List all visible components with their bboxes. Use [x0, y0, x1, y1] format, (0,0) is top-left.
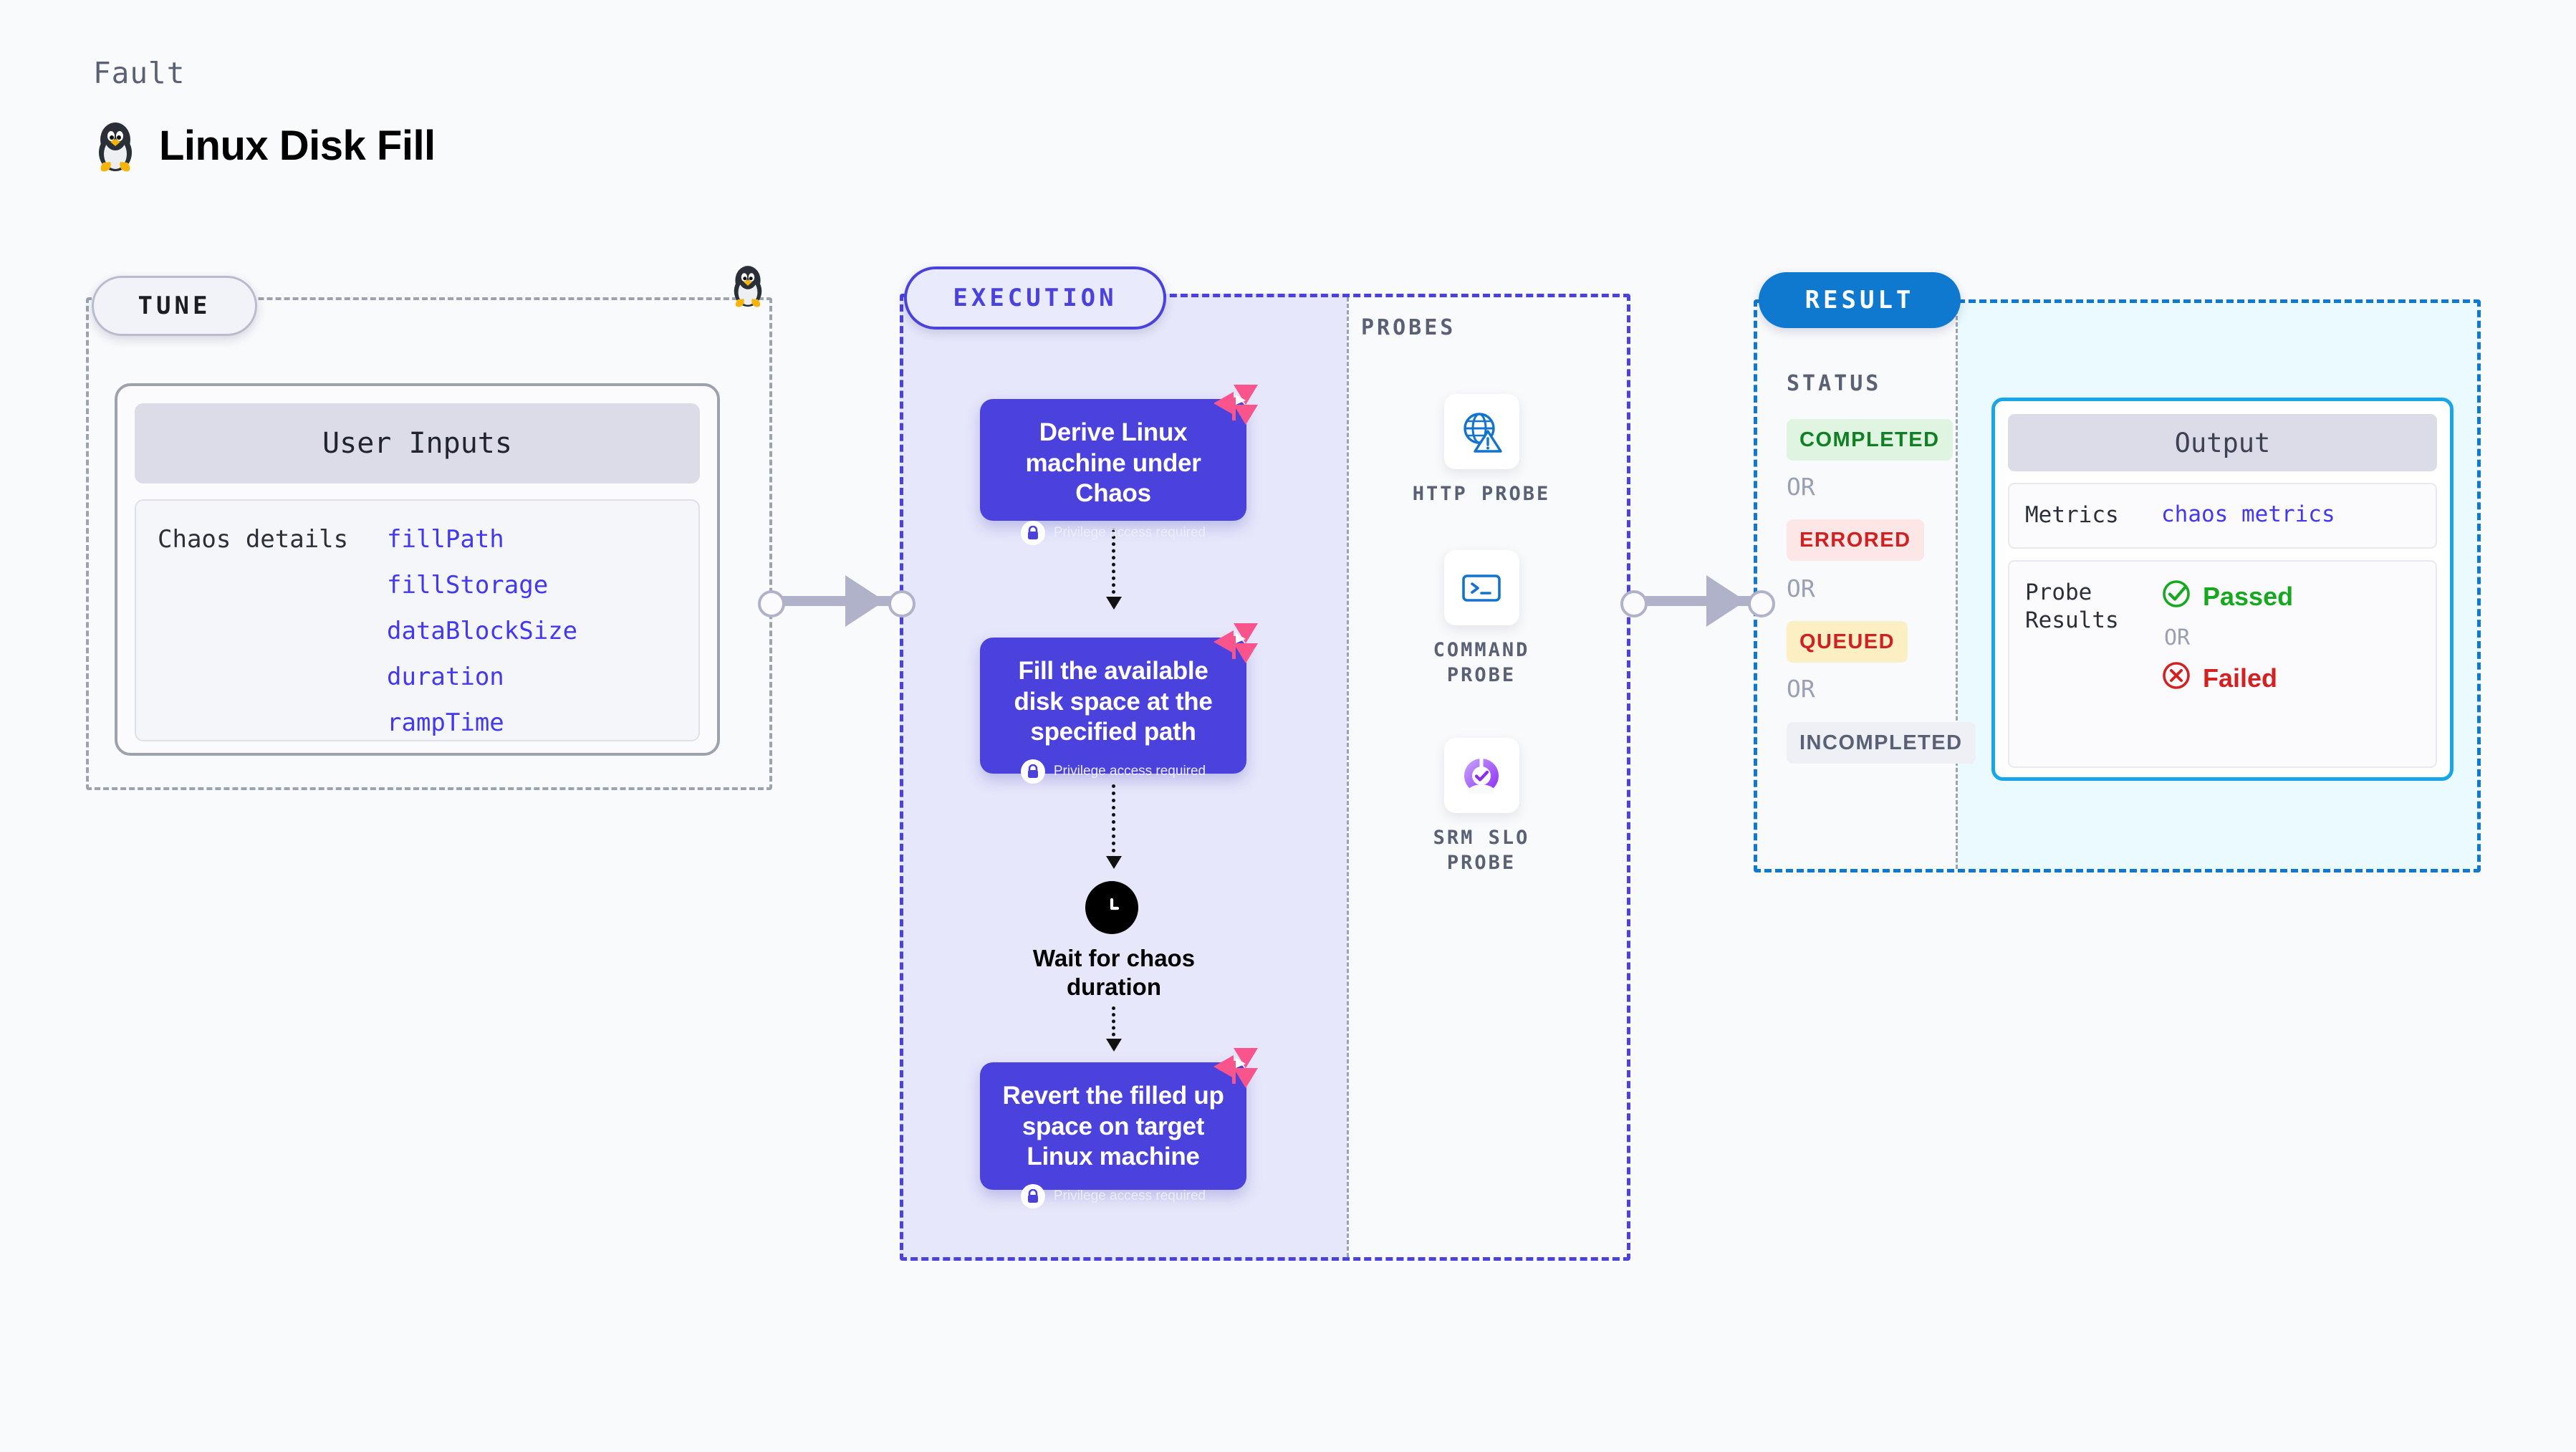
- result-section-frame: [1754, 299, 2481, 872]
- status-badge-errored: ERRORED: [1787, 519, 1924, 561]
- probe-result-options: Passed OR Failed: [2161, 579, 2293, 697]
- connector-port-in[interactable]: [888, 590, 915, 617]
- x-circle-icon: [2161, 660, 2191, 697]
- slo-check-icon: [1443, 738, 1519, 813]
- probe-command[interactable]: COMMAND PROBE: [1395, 550, 1567, 688]
- chaos-param-fillstorage[interactable]: fillStorage: [387, 571, 549, 600]
- tune-section-frame: [86, 297, 772, 790]
- chaos-param-list: fillPath fillStorage dataBlockSize durat…: [387, 525, 577, 740]
- litmus-logo-icon: [1212, 622, 1259, 666]
- privilege-note-text: Privilege access required: [1053, 525, 1206, 541]
- user-inputs-title: User Inputs: [135, 403, 700, 484]
- or-separator: OR: [1787, 675, 1815, 703]
- connector-arrowhead: [845, 575, 885, 627]
- output-row-metrics: Metrics chaos metrics: [2008, 483, 2437, 549]
- connector-port-out[interactable]: [758, 590, 785, 617]
- probe-http[interactable]: HTTP PROBE: [1395, 394, 1567, 507]
- status-badge-incompleted: INCOMPLETED: [1787, 722, 1976, 764]
- output-card: Output Metrics chaos metrics Probe Resul…: [1991, 398, 2454, 781]
- execution-probes-frame: [900, 294, 1630, 1261]
- output-value-chaos-metrics[interactable]: chaos metrics: [2161, 501, 2335, 527]
- clock-icon: [1085, 881, 1138, 934]
- stage-pill-tune[interactable]: TUNE: [92, 276, 257, 336]
- probe-label: SRM SLO PROBE: [1433, 827, 1530, 874]
- page-title: Linux Disk Fill: [159, 122, 436, 169]
- or-separator: OR: [1787, 473, 1815, 501]
- fault-eyebrow-label: Fault: [93, 56, 186, 90]
- or-separator: OR: [1787, 574, 1815, 602]
- status-badge-completed: COMPLETED: [1787, 419, 1953, 461]
- litmus-logo-icon: [1212, 383, 1259, 428]
- execution-step-title: Revert the filled up space on target Lin…: [1002, 1082, 1224, 1171]
- linux-penguin-icon: [93, 118, 138, 173]
- chaos-param-duration[interactable]: duration: [387, 663, 504, 691]
- probe-result-passed-label: Passed: [2203, 582, 2294, 612]
- lock-icon: [1020, 1184, 1045, 1209]
- privilege-note-text: Privilege access required: [1053, 1188, 1206, 1204]
- output-row-probe-results: Probe Results Passed OR: [2008, 559, 2437, 768]
- status-badge-queued: QUEUED: [1787, 621, 1908, 663]
- stage-pill-result[interactable]: RESULT: [1759, 272, 1961, 328]
- linux-penguin-icon-marker: [729, 262, 766, 312]
- globe-warning-icon: [1443, 394, 1519, 469]
- check-circle-icon: [2161, 579, 2191, 615]
- output-title: Output: [2008, 414, 2437, 471]
- probes-divider: [1347, 297, 1349, 1257]
- output-key-metrics: Metrics: [2025, 502, 2119, 528]
- stage-pill-execution[interactable]: EXECUTION: [904, 266, 1166, 330]
- probe-result-passed: Passed: [2161, 579, 2293, 615]
- status-section-label: STATUS: [1787, 371, 1882, 396]
- user-inputs-body: Chaos details fillPath fillStorage dataB…: [135, 499, 700, 741]
- chaos-param-datablocksize[interactable]: dataBlockSize: [387, 617, 578, 645]
- probe-label: COMMAND PROBE: [1433, 639, 1530, 686]
- chaos-param-fillpath[interactable]: fillPath: [387, 525, 504, 554]
- execution-step-derive[interactable]: Derive Linux machine under Chaos Privile…: [980, 385, 1258, 546]
- terminal-icon: [1443, 550, 1519, 625]
- probe-result-failed: Failed: [2161, 660, 2293, 697]
- execution-step-revert[interactable]: Revert the filled up space on target Lin…: [980, 1048, 1258, 1209]
- chaos-details-label: Chaos details: [158, 525, 349, 554]
- probe-srm-slo[interactable]: SRM SLO PROBE: [1395, 738, 1567, 875]
- execution-step-title: Fill the available disk space at the spe…: [1014, 657, 1213, 746]
- probes-section-label: PROBES: [1361, 315, 1456, 340]
- privilege-note-text: Privilege access required: [1053, 764, 1206, 779]
- litmus-logo-icon: [1212, 1047, 1259, 1091]
- fault-title-row: Linux Disk Fill: [93, 118, 436, 173]
- output-key-probe-results: Probe Results: [2025, 579, 2119, 634]
- flow-arrow-3: [1106, 1006, 1122, 1052]
- privilege-note: Privilege access required: [993, 759, 1234, 784]
- chaos-param-ramptime[interactable]: rampTime: [387, 708, 504, 737]
- connector-port-in[interactable]: [1748, 590, 1775, 617]
- privilege-note: Privilege access required: [993, 521, 1234, 546]
- execution-step-title: Derive Linux machine under Chaos: [1025, 418, 1201, 508]
- or-separator: OR: [2164, 625, 2191, 650]
- execution-step-fill[interactable]: Fill the available disk space at the spe…: [980, 623, 1258, 784]
- user-inputs-card: User Inputs Chaos details fillPath fillS…: [115, 383, 720, 756]
- flow-arrow-2: [1106, 784, 1122, 869]
- probe-result-failed-label: Failed: [2203, 663, 2278, 693]
- lock-icon: [1020, 759, 1045, 784]
- connector-port-out[interactable]: [1620, 590, 1648, 617]
- flow-arrow-1: [1106, 529, 1122, 610]
- connector-arrowhead: [1706, 575, 1746, 627]
- lock-icon: [1020, 521, 1045, 546]
- result-divider: [1956, 303, 1958, 869]
- probe-label: HTTP PROBE: [1412, 483, 1551, 505]
- privilege-note: Privilege access required: [993, 1184, 1234, 1209]
- wait-node-label: Wait for chaos duration: [1032, 945, 1196, 1000]
